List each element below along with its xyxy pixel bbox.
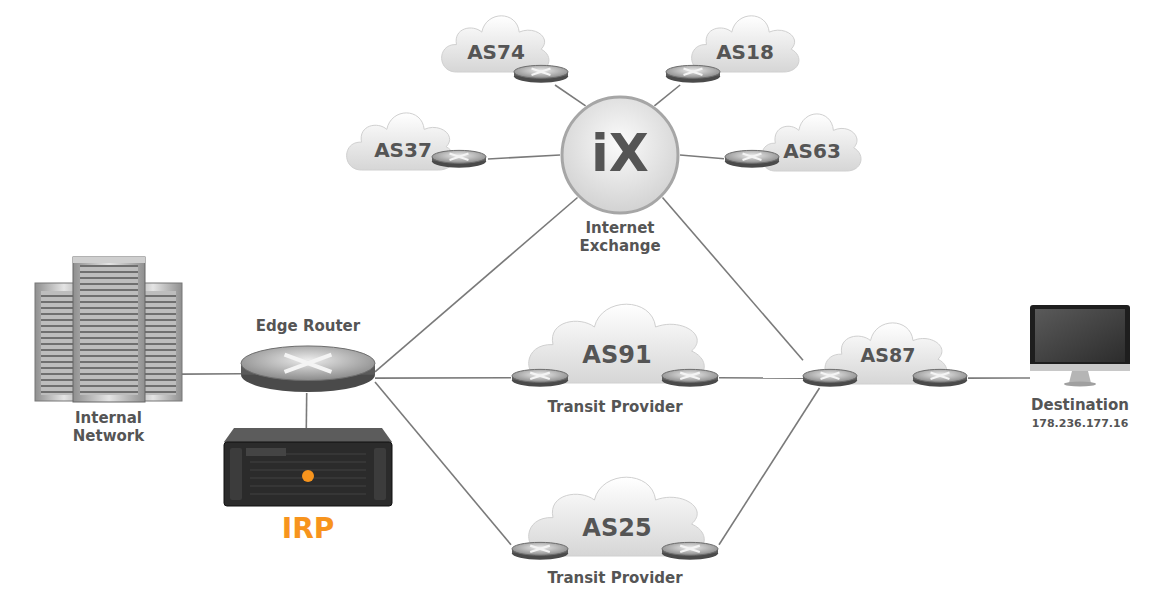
irp-appliance-graphic — [224, 428, 392, 508]
caption-label: IRP — [282, 512, 335, 546]
link-line — [654, 85, 680, 106]
network-link — [719, 388, 820, 545]
router-icon — [241, 346, 375, 392]
server-group-graphic — [35, 255, 182, 402]
network-link — [555, 85, 586, 106]
router-icon — [725, 150, 779, 167]
node-label: AS37 — [374, 138, 432, 162]
link-line — [555, 85, 586, 106]
monitor-illustration — [1030, 305, 1130, 387]
router-icon — [803, 369, 857, 386]
router-icon — [666, 65, 720, 82]
as-cloud: AS74 — [440, 15, 570, 85]
caption-label: Destination — [1031, 396, 1129, 414]
caption-label: Edge Router — [256, 317, 360, 335]
server-group: Internal Network — [35, 255, 182, 402]
network-link — [654, 85, 680, 106]
node-label: AS25 — [582, 514, 651, 543]
server-illustration — [35, 257, 182, 402]
network-link — [375, 382, 511, 545]
link-line — [182, 373, 241, 375]
exchange-node: iXInternet Exchange — [560, 95, 680, 215]
transit-cloud: AS25Transit Provider — [511, 476, 719, 562]
node-label: AS63 — [783, 139, 841, 163]
irp-appliance: IRP — [224, 428, 392, 508]
network-link — [488, 155, 560, 159]
router-icon — [913, 369, 967, 386]
caption-label: Internal Network — [61, 409, 157, 445]
cloud-shape — [692, 16, 799, 72]
node-label: AS87 — [861, 344, 916, 367]
edge-router-graphic — [241, 345, 375, 393]
caption-label: Transit Provider — [547, 398, 682, 416]
node-label: AS74 — [467, 40, 525, 64]
router-icon — [514, 65, 568, 82]
network-link — [680, 155, 724, 159]
network-link — [968, 378, 1030, 379]
caption-label: 178.236.177.16 — [1032, 417, 1129, 430]
link-line — [305, 393, 307, 428]
network-link — [719, 377, 803, 378]
node-label: iX — [591, 122, 649, 184]
as-cloud: AS63 — [724, 111, 864, 173]
transit-cloud: AS91Transit Provider — [511, 303, 719, 389]
cloud-shape — [442, 16, 549, 72]
appliance-illustration — [224, 428, 392, 506]
caption-label: Transit Provider — [547, 569, 682, 587]
link-line — [375, 382, 511, 545]
destination-monitor-graphic — [1030, 305, 1130, 387]
link-line — [375, 377, 511, 379]
network-link — [375, 377, 511, 378]
destination-monitor: Destination178.236.177.16 — [1030, 305, 1130, 387]
network-link — [306, 393, 307, 428]
link-line — [680, 155, 724, 159]
link-line — [719, 388, 820, 545]
router-icon — [432, 150, 486, 167]
link-line — [968, 377, 1030, 379]
link-line — [488, 155, 560, 159]
as-cloud: AS37 — [345, 110, 488, 172]
router-icon — [512, 369, 568, 386]
as-cloud: AS87 — [803, 322, 968, 388]
node-label: AS18 — [716, 40, 774, 64]
edge-router: Edge Router — [241, 345, 375, 393]
as-cloud: AS18 — [665, 15, 802, 85]
exchange-circle — [562, 97, 678, 213]
router-icon — [662, 542, 718, 559]
link-line — [719, 377, 803, 379]
caption-label: Internet Exchange — [572, 219, 668, 255]
router-icon — [662, 369, 718, 386]
network-link — [182, 373, 241, 374]
node-label: AS91 — [582, 341, 651, 370]
router-icon — [512, 542, 568, 559]
